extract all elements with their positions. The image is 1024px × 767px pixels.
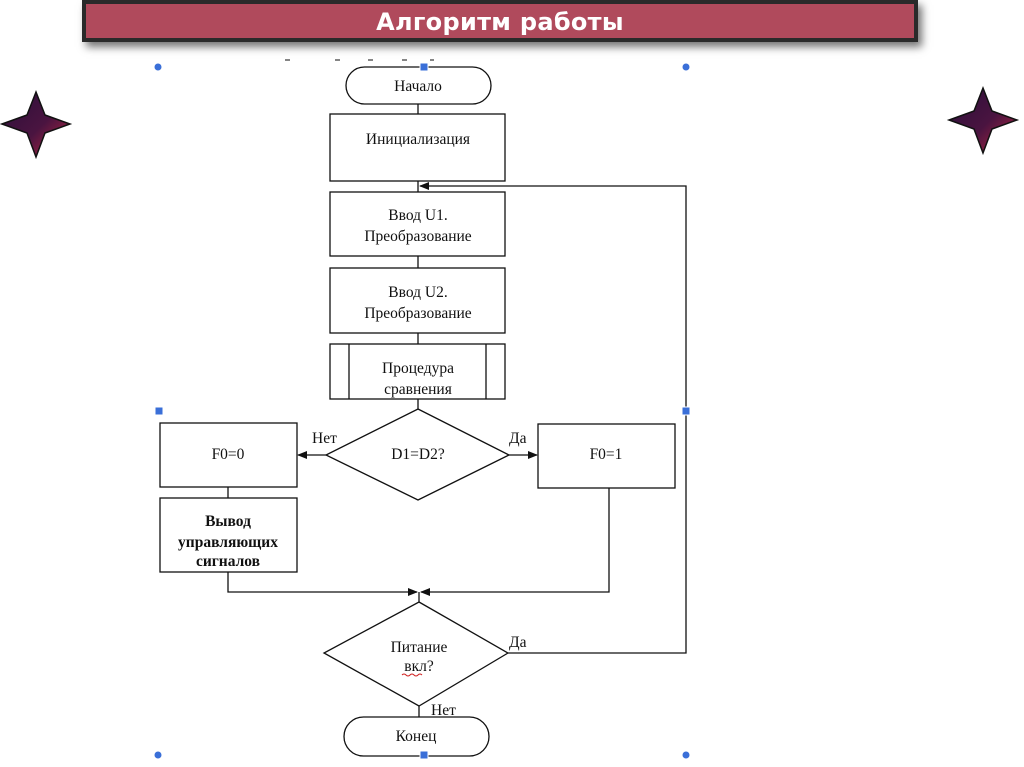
power-yes-label: Да [509,634,527,651]
slide-title-bar: Алгоритм работы [82,0,918,42]
output-signals-box [159,497,298,573]
star-right-icon [946,85,1020,156]
end-terminal [343,716,490,757]
input-u2-line1: Ввод U2. [388,284,447,301]
output-line1: Вывод [205,513,251,530]
init-box [329,113,506,182]
spellcheck-underline [401,673,423,677]
input-u1-line1: Ввод U1. [388,207,447,224]
decision-d1-d2 [324,408,511,501]
procedure-line1: Процедура [382,360,454,377]
start-terminal [345,66,492,105]
handle-mid-right[interactable] [681,406,691,416]
f0-one-label: F0=1 [590,446,623,463]
handle-mid-left[interactable] [154,406,164,416]
star-left-icon [0,89,73,160]
output-line3: сигналов [196,553,260,570]
compare-procedure-box [329,343,506,400]
input-u1-box [329,191,506,257]
branch-yes-label: Да [509,430,527,447]
handle-bottom-left[interactable] [153,750,163,760]
output-line2: управляющих [178,534,278,551]
decision-power [322,601,510,707]
f0-one-box [537,423,676,489]
connector-power-loop [419,182,687,654]
handle-top-center[interactable] [419,62,429,72]
input-u2-box [329,267,506,334]
decision-d-label: D1=D2? [391,446,445,463]
handle-top-right[interactable] [681,62,691,72]
input-u1-line2: Преобразование [364,228,471,245]
connector-f0one-merge [420,488,610,596]
branch-no-label: Нет [312,430,337,447]
start-label: Начало [394,78,442,95]
init-label: Инициализация [366,131,470,148]
procedure-line2: сравнения [384,381,452,398]
handle-bottom-center[interactable] [419,750,429,760]
end-label: Конец [396,728,437,745]
power-no-label: Нет [431,702,456,719]
power-line1: Питание [391,639,448,656]
handle-bottom-right[interactable] [681,750,691,760]
connector-output-merge [227,572,418,596]
f0-zero-label: F0=0 [212,446,245,463]
selection-handles [153,62,691,760]
f0-zero-box [159,422,298,488]
slide-title: Алгоритм работы [376,8,624,36]
power-line2: вкл? [404,658,434,675]
input-u2-line2: Преобразование [364,305,471,322]
handle-top-left[interactable] [153,62,163,72]
